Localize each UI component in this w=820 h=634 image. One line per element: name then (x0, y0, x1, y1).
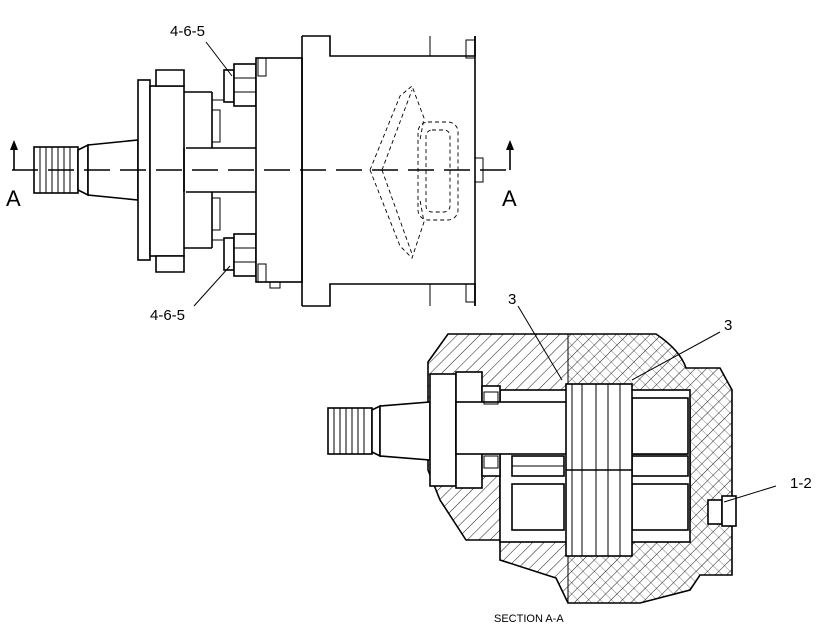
section-arrow-left (10, 140, 18, 170)
fitting-top (223, 63, 257, 107)
section-view (327, 305, 777, 604)
leader-top (205, 41, 233, 77)
section-caption: SECTION A-A (494, 613, 564, 625)
leader-3-right (631, 331, 721, 381)
leader-3-left (517, 305, 563, 381)
section-arrow-right (506, 140, 514, 170)
section-mark-left: A (6, 186, 21, 211)
port-plug (707, 495, 737, 527)
fitting-bottom (223, 233, 257, 277)
pump-housing (255, 35, 484, 307)
callout-1-2: 1-2 (790, 475, 812, 492)
section-mark-right: A (502, 186, 517, 211)
callout-3-left: 3 (508, 291, 516, 308)
callout-4-6-5-top: 4-6-5 (170, 23, 205, 40)
shaft-spline (33, 139, 139, 201)
leader-bottom (193, 265, 231, 307)
hidden-port-outline (369, 85, 459, 259)
callout-3-right: 3 (724, 317, 732, 334)
gear-pair (565, 383, 633, 557)
top-view (10, 35, 514, 307)
leader-1-2 (723, 485, 777, 503)
callout-4-6-5-bottom: 4-6-5 (150, 307, 185, 324)
